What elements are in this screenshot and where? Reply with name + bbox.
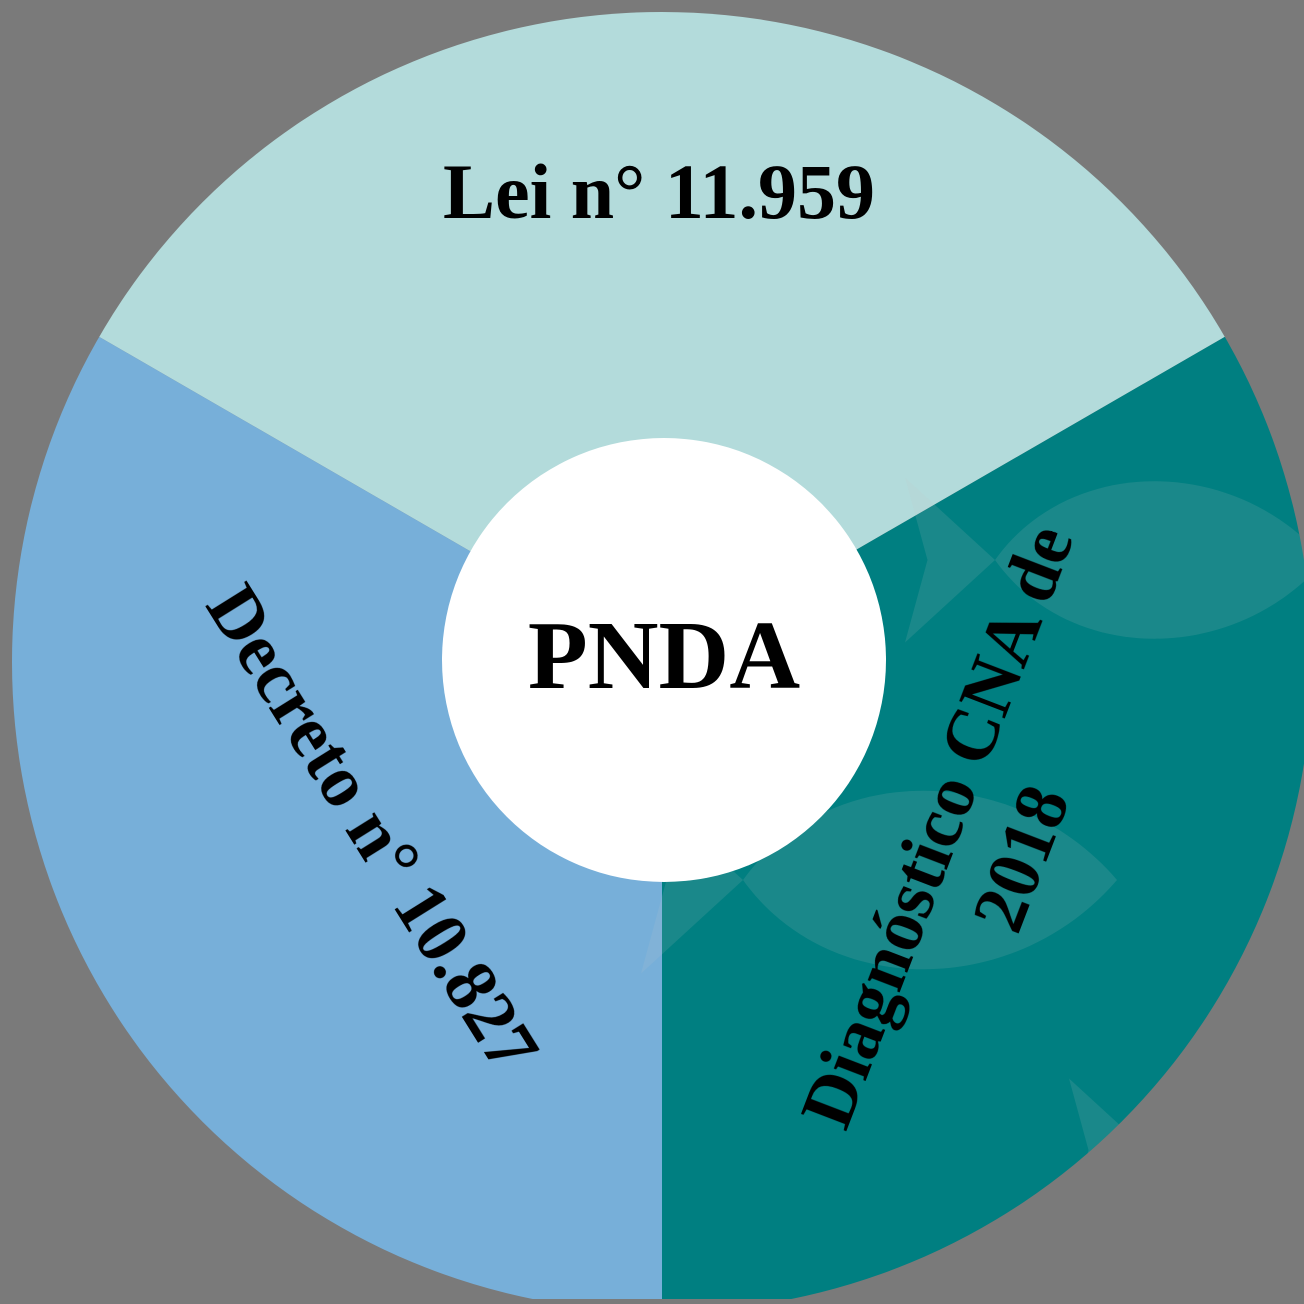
fish-icon: [905, 477, 1304, 643]
center-label: PNDA: [528, 602, 800, 710]
segment-lei: [70, 12, 1254, 662]
segment-label-lei: Lei n° 11.959: [443, 148, 875, 235]
center-circle: [442, 438, 886, 882]
